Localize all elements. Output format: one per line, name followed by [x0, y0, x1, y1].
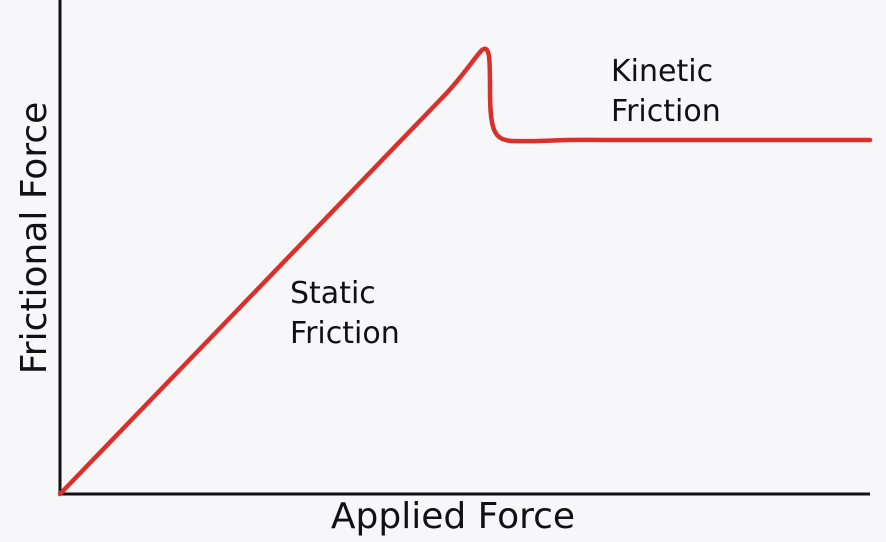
x-axis-label: Applied Force	[331, 496, 575, 537]
friction-curve	[57, 46, 873, 497]
static-friction-label-line1: Static	[290, 276, 376, 311]
kinetic-friction-label-line1: Kinetic	[611, 54, 713, 89]
kinetic-friction-label-line2: Friction	[611, 94, 721, 129]
static-friction-label-line2: Friction	[290, 316, 400, 351]
y-axis-label: Frictional Force	[14, 102, 55, 375]
